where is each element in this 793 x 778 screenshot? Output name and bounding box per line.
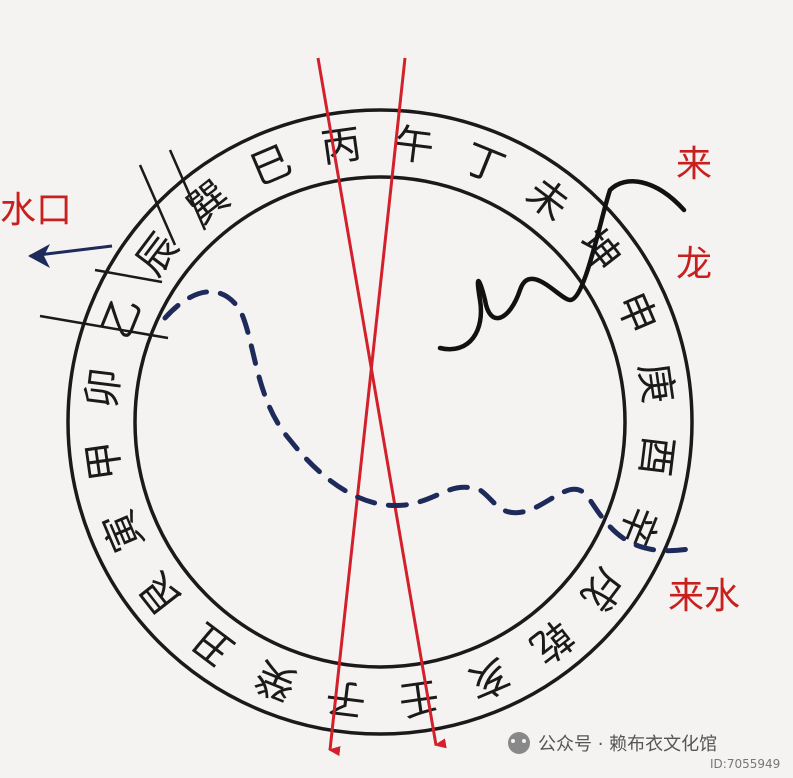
wechat-icon bbox=[508, 732, 530, 754]
azimuth-label: 卯 bbox=[79, 365, 130, 410]
outer-ring bbox=[66, 108, 694, 736]
azimuth-label: 申 bbox=[607, 286, 665, 341]
azimuth-label: 酉 bbox=[631, 433, 682, 478]
azimuth-label: 甲 bbox=[79, 438, 130, 484]
incoming-water-label: 来水 bbox=[668, 576, 740, 617]
azimuth-label: 子 bbox=[323, 673, 368, 724]
watermark: 公众号 · 赖布衣文化馆 ID:7055949 bbox=[508, 732, 780, 771]
sector-divider-xun-upper bbox=[168, 149, 207, 231]
azimuth-label: 丙 bbox=[318, 121, 364, 172]
water-mouth-label: 水口 bbox=[0, 190, 72, 231]
azimuth-label: 午 bbox=[391, 121, 436, 172]
azimuth-label: 庚 bbox=[630, 360, 681, 406]
azimuth-label: 丑 bbox=[183, 614, 243, 675]
incoming-water-path bbox=[162, 289, 698, 554]
red-axis-line-left bbox=[316, 57, 447, 749]
incoming-dragon-label-top: 来 bbox=[676, 144, 712, 185]
sector-divider-yi-chen bbox=[94, 268, 163, 284]
red-axis-line-right bbox=[328, 57, 407, 757]
azimuth-label: 壬 bbox=[396, 672, 442, 723]
incoming-dragon-label-bottom: 龙 bbox=[676, 244, 712, 285]
water-outflow-arrowhead bbox=[28, 244, 50, 268]
azimuth-label: 乙 bbox=[93, 291, 151, 345]
sector-divider-yi-mao bbox=[39, 314, 169, 340]
azimuth-label: 艮 bbox=[130, 563, 191, 623]
incoming-dragon-path bbox=[437, 179, 687, 352]
watermark-id: ID:7055949 bbox=[710, 757, 780, 771]
watermark-text: 公众号 · 赖布衣文化馆 bbox=[538, 734, 717, 755]
azimuth-label: 巽 bbox=[179, 172, 239, 233]
azimuth-label: 巳 bbox=[244, 137, 299, 195]
azimuth-label: 寅 bbox=[95, 503, 153, 558]
wechat-icon-eye-right bbox=[522, 739, 526, 743]
azimuth-label: 未 bbox=[517, 170, 577, 231]
azimuth-label: 癸 bbox=[249, 651, 303, 709]
inner-ring bbox=[133, 175, 627, 669]
azimuth-label: 乾 bbox=[521, 611, 581, 672]
azimuth-label: 戌 bbox=[572, 559, 633, 619]
azimuth-label: 辰 bbox=[128, 225, 189, 285]
azimuth-label: 丁 bbox=[457, 135, 511, 193]
sector-divider-xun-chen bbox=[138, 164, 177, 246]
azimuth-label: 亥 bbox=[461, 649, 516, 707]
wechat-icon-eye-left bbox=[511, 739, 515, 743]
